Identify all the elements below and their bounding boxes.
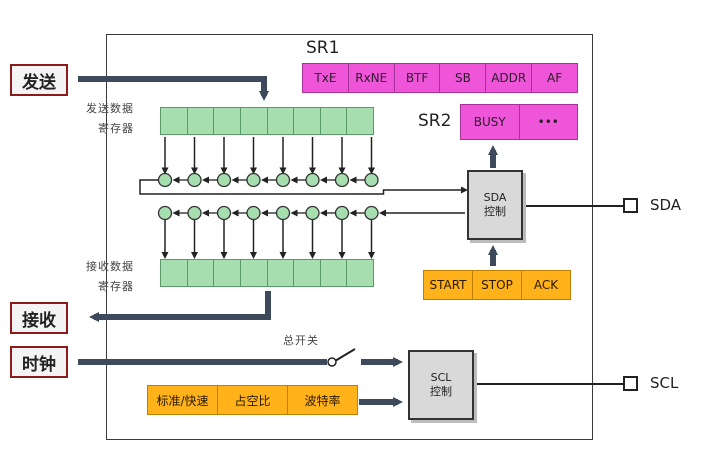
tx-register-label-line1: 发送数据 bbox=[86, 102, 134, 115]
sr1-flag-0: TxE bbox=[303, 64, 349, 92]
scl-pin-label: SCL bbox=[650, 374, 679, 392]
tx-bit-cell bbox=[241, 108, 268, 134]
send-label: 发送 bbox=[10, 64, 68, 96]
tx-shift-bit bbox=[334, 172, 350, 188]
scl-pin bbox=[623, 376, 638, 391]
sda-signal-2: ACK bbox=[533, 278, 559, 292]
tx-bit-cell bbox=[188, 108, 215, 134]
tx-data-register bbox=[160, 107, 374, 135]
tx-bit-cell bbox=[161, 108, 188, 134]
tx-shift-bit bbox=[364, 172, 379, 188]
sda-signal-1: STOP bbox=[473, 271, 522, 299]
sr1-flag-2: BTF bbox=[395, 64, 441, 92]
master-switch-contact bbox=[327, 357, 337, 367]
rx-bit-cell bbox=[268, 260, 295, 286]
tx-bit-cell bbox=[268, 108, 295, 134]
sda-controller: SDA 控制 bbox=[467, 170, 523, 240]
rx-shift-bit bbox=[216, 205, 232, 221]
clock-setting-2: 波特率 bbox=[304, 393, 341, 408]
tx-output-line bbox=[139, 179, 468, 195]
rx-shift-bit bbox=[246, 205, 261, 221]
receive-path-arrow bbox=[89, 291, 271, 322]
rx-register-label-line1: 接收数据 bbox=[86, 260, 134, 273]
rx-bit-cell bbox=[161, 260, 188, 286]
rx-bit-cell bbox=[294, 260, 321, 286]
rx-data-register bbox=[160, 259, 374, 287]
tx-shift-bit bbox=[246, 172, 261, 188]
sr1-flag-3: SB bbox=[440, 64, 487, 92]
clock-setting-0: 标准/快速 bbox=[148, 386, 218, 414]
tx-bit-cell bbox=[294, 108, 321, 134]
tx-shift-bit bbox=[305, 172, 320, 188]
receive-shift-register bbox=[157, 205, 465, 259]
sr2-title: SR2 bbox=[418, 111, 452, 131]
clock-setting-1: 占空比 bbox=[218, 386, 288, 414]
clock-label: 时钟 bbox=[10, 346, 68, 378]
scl-controller-line2: 控制 bbox=[430, 385, 452, 398]
tx-register-label-line2: 寄存器 bbox=[98, 122, 134, 135]
receive-label: 接收 bbox=[10, 302, 68, 334]
i2c-peripheral-frame bbox=[106, 34, 593, 440]
rx-bit-cell bbox=[347, 260, 373, 286]
tx-bit-cell bbox=[321, 108, 348, 134]
sr1-flag-4: ADDR bbox=[486, 64, 533, 92]
tx-shift-bit bbox=[157, 172, 173, 188]
rx-bit-cell bbox=[321, 260, 348, 286]
sda-controller-line2: 控制 bbox=[484, 205, 506, 218]
rx-bit-cell bbox=[188, 260, 215, 286]
clock-settings-block: 标准/快速占空比 波特率 bbox=[147, 385, 358, 415]
rx-bit-cell bbox=[214, 260, 241, 286]
rx-shift-bit bbox=[364, 205, 379, 221]
scl-controller: SCL 控制 bbox=[408, 350, 474, 420]
rx-shift-bit bbox=[275, 205, 291, 221]
rx-bit-cell bbox=[241, 260, 268, 286]
tx-bit-cell bbox=[347, 108, 373, 134]
transmit-shift-register bbox=[139, 137, 468, 195]
sr2-flag-0: BUSY bbox=[461, 105, 520, 139]
sr2-register: BUSY ••• bbox=[460, 104, 578, 140]
send-path-arrow bbox=[78, 76, 269, 101]
rx-register-label-line2: 寄存器 bbox=[98, 280, 134, 293]
tx-shift-bit bbox=[187, 172, 202, 188]
sda-signal-0: START bbox=[424, 271, 473, 299]
tx-bit-cell bbox=[214, 108, 241, 134]
master-switch-label: 总开关 bbox=[283, 334, 319, 347]
tx-shift-bit bbox=[216, 172, 232, 188]
sda-controller-line1: SDA bbox=[483, 191, 507, 204]
master-switch-lever bbox=[334, 348, 356, 362]
sr1-flag-1: RxNE bbox=[349, 64, 395, 92]
sda-pin-label: SDA bbox=[650, 196, 682, 214]
rx-shift-bit bbox=[187, 205, 202, 221]
sda-pin bbox=[623, 198, 638, 213]
rx-shift-bit bbox=[157, 205, 173, 221]
sr1-flag-5: AF bbox=[546, 71, 563, 85]
tx-shift-bit bbox=[275, 172, 291, 188]
sr2-flag-1: ••• bbox=[537, 115, 559, 129]
rx-shift-bit bbox=[305, 205, 320, 221]
rx-shift-bit bbox=[334, 205, 350, 221]
scl-controller-line1: SCL bbox=[430, 371, 452, 384]
sr1-title: SR1 bbox=[306, 38, 340, 58]
